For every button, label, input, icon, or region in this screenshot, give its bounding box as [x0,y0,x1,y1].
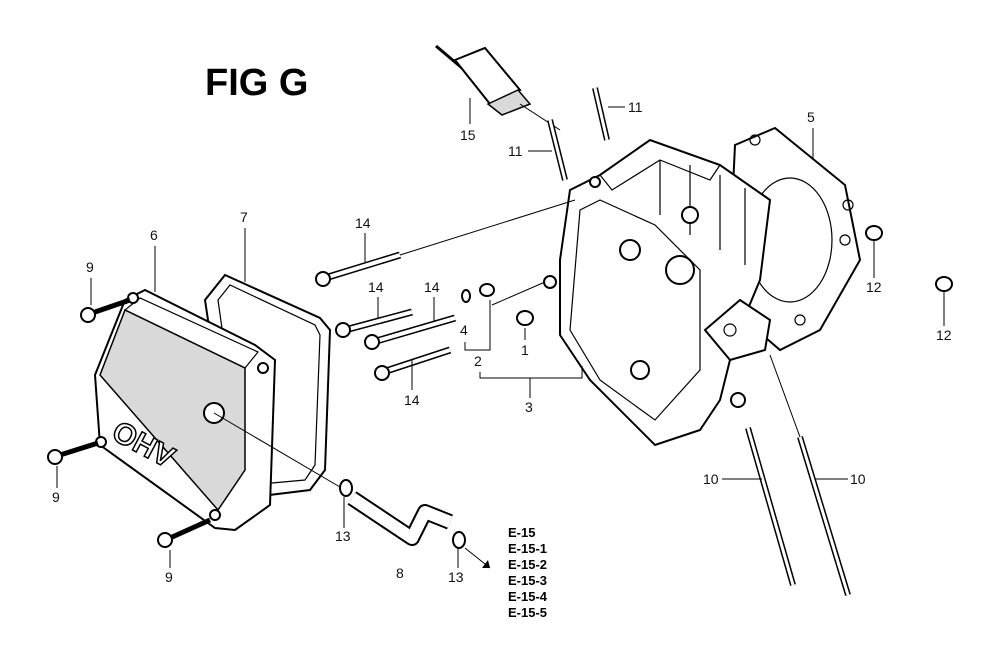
callout-8: 8 [396,565,404,581]
dowel-1 [516,310,534,326]
callout-12-a: 12 [866,279,882,295]
callout-9-left: 9 [52,489,60,505]
head-bolt-a [335,308,413,338]
head-cover: OHV [93,288,277,532]
callout-14-long: 14 [355,215,371,231]
callout-7: 7 [240,209,248,225]
reference-item: E-15-5 [508,605,547,620]
callout-5: 5 [807,109,815,125]
cylinder-head [543,138,772,447]
reference-item: E-15-1 [508,541,547,556]
clamp-13-a [339,479,353,497]
callout-10-right: 10 [850,471,866,487]
callout-1: 1 [521,342,529,358]
arrow-icon [482,560,490,568]
callout-9-bottom: 9 [165,569,173,585]
washer-4 [461,289,471,303]
dowel-12-b [935,276,953,292]
stud-10-left [745,427,796,586]
cover-bolt-left [47,440,99,465]
callout-15: 15 [460,127,476,143]
callout-14-a: 14 [368,279,384,295]
callout-6: 6 [150,227,158,243]
stud-11-lower [547,119,568,181]
callout-9-top: 9 [86,259,94,275]
callout-13-a: 13 [335,528,351,544]
reference-item: E-15-3 [508,573,547,588]
dowel-2 [479,283,495,297]
reference-item: E-15-4 [508,589,548,604]
cover-bolt-top [80,297,131,323]
head-bolt-b [364,314,456,350]
reference-list: E-15 E-15-1 E-15-2 E-15-3 E-15-4 E-15-5 [508,525,548,620]
stud-10-right [797,436,851,596]
callout-12-b: 12 [936,327,952,343]
clamp-13-b [452,531,466,549]
callout-2: 2 [474,353,482,369]
cover-bolt-bottom [157,517,212,548]
dowel-12-a [865,225,883,241]
spark-plug [435,44,561,131]
callout-11-upper: 11 [628,99,643,115]
stud-11-upper [592,87,610,141]
callout-13-b: 13 [448,569,464,585]
reference-item: E-15 [508,525,535,540]
figure-title: FIG G [205,62,308,104]
callout-10-left: 10 [703,471,719,487]
head-bolt-long [315,199,576,287]
head-bolt-c [374,346,452,381]
callout-3: 3 [525,399,533,415]
reference-item: E-15-2 [508,557,547,572]
callout-14-b: 14 [424,279,440,295]
callout-11-lower: 11 [508,143,523,159]
head-gasket [728,126,862,352]
callout-4: 4 [460,322,468,338]
breather-tube [347,491,453,546]
callout-14-c: 14 [404,392,420,408]
